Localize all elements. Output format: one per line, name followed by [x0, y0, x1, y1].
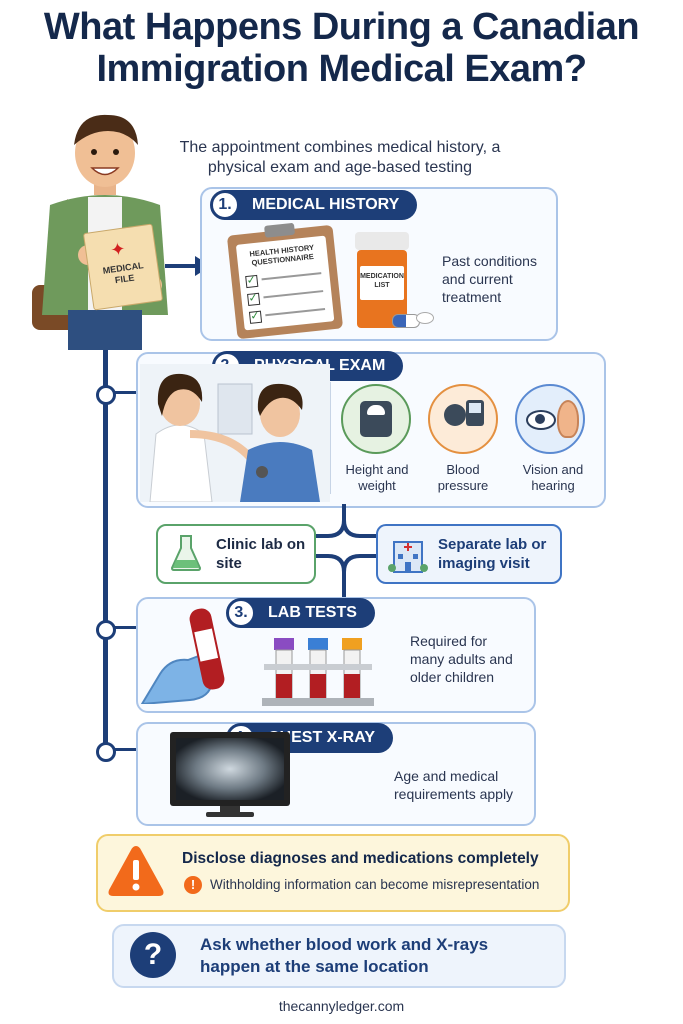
timeline-dot	[96, 385, 116, 405]
step-1-pill: 1. MEDICAL HISTORY	[210, 190, 418, 220]
person-illustration	[30, 105, 180, 350]
check-label: Blood pressure	[437, 462, 489, 493]
scale-icon	[341, 384, 411, 454]
timeline-connector	[113, 748, 137, 751]
warning-box: Disclose diagnoses and medications compl…	[96, 834, 570, 912]
flask-icon	[170, 534, 202, 572]
doctor-patient-illustration	[140, 364, 330, 503]
gloved-hand-icon	[140, 608, 240, 706]
timeline-connector	[113, 391, 137, 394]
arrow-to-step-1	[165, 264, 199, 268]
blood-pressure-icon	[428, 384, 498, 454]
warning-detail: Withholding information can become misre…	[210, 877, 540, 892]
step-label: LAB TESTS	[268, 604, 357, 621]
checkbox-icon: ✓	[247, 291, 261, 306]
step-number: 3.	[226, 598, 256, 628]
warning-triangle-icon	[106, 842, 166, 903]
question-box: ? Ask whether blood work and X-rays happ…	[112, 924, 566, 988]
divider	[330, 382, 331, 494]
tablet-icon	[416, 312, 434, 324]
step-1-description: Past conditions and current treatment	[442, 253, 537, 305]
clipboard-icon: HEALTH HISTORY QUESTIONNAIRE ✓ ✓ ✓	[226, 222, 344, 340]
branch-separate: Separate lab or imaging visit	[376, 524, 562, 584]
step-4-description: Age and medical requirements apply	[394, 768, 514, 802]
checkbox-icon: ✓	[245, 274, 259, 289]
branch-connectors	[310, 504, 378, 598]
check-label: Vision and hearing	[522, 462, 584, 493]
branch-onsite: Clinic lab on site	[156, 524, 316, 584]
file-label: MEDICAL FILE	[102, 260, 145, 286]
xray-monitor-icon	[170, 732, 290, 818]
step-label: MEDICAL HISTORY	[252, 196, 400, 213]
timeline-connector	[113, 626, 137, 629]
branch-label: Clinic lab on site	[216, 536, 306, 572]
step-number: 1.	[210, 190, 240, 220]
hospital-icon	[388, 532, 428, 574]
timeline-line	[103, 345, 108, 755]
step-label: CHEST X-RAY	[268, 729, 375, 746]
checkbox-icon: ✓	[248, 309, 263, 324]
test-tube-rack-icon	[262, 634, 374, 706]
check-label: Height and weight	[345, 462, 409, 493]
page-subtitle: The appointment combines medical history…	[179, 139, 501, 176]
eye-ear-icon	[515, 384, 585, 454]
timeline-dot	[96, 620, 116, 640]
medical-file-folder: ✦ MEDICAL FILE	[82, 223, 164, 311]
question-text: Ask whether blood work and X-rays happen…	[200, 935, 489, 976]
timeline-dot	[96, 742, 116, 762]
footer-source: thecannyledger.com	[278, 998, 405, 1014]
warning-headline: Disclose diagnoses and medications compl…	[182, 850, 539, 867]
clipboard-paper: HEALTH HISTORY QUESTIONNAIRE ✓ ✓ ✓	[235, 235, 335, 331]
step-3-pill: 3. LAB TESTS	[226, 598, 375, 628]
ear-icon	[557, 400, 579, 438]
alert-circle-icon: !	[184, 876, 202, 894]
question-icon: ?	[130, 932, 176, 978]
branch-label: Separate lab or imaging visit	[438, 536, 547, 572]
step-3-description: Required for many adults and older child…	[410, 633, 513, 685]
maple-leaf-icon: ✦	[109, 238, 127, 261]
page-title: What Happens During a Canadian Immigrati…	[43, 6, 640, 90]
